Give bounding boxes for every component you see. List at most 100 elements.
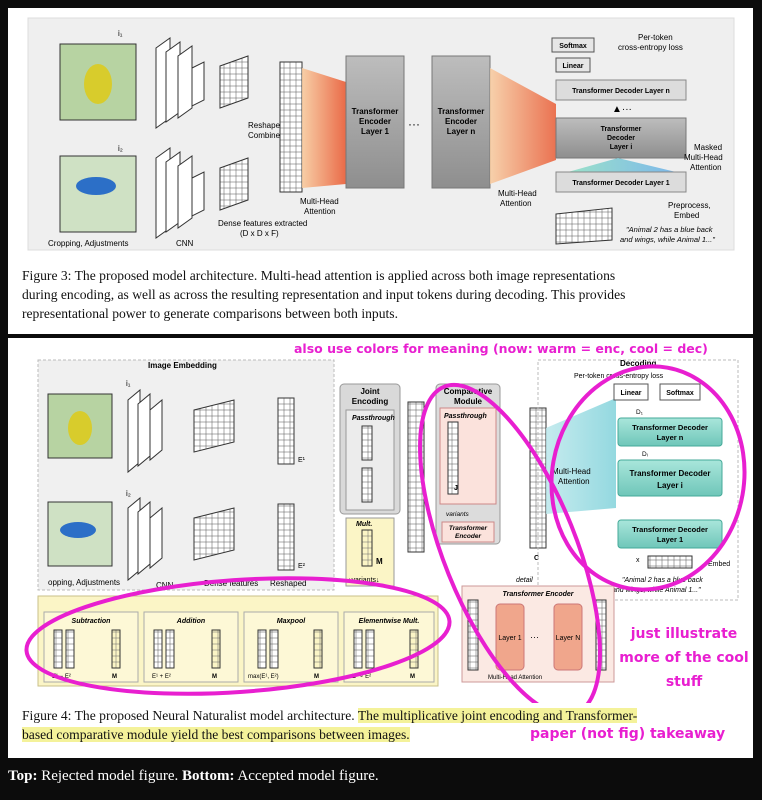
yellow-bird-icon [84, 64, 112, 104]
dense-features-1-b [193, 399, 235, 453]
detail-layer-1-label: Layer 1 [498, 635, 521, 642]
img1-label-b: i₁ [126, 379, 131, 388]
variant-title: Elementwise Mult. [359, 618, 420, 625]
caption-line-1: Figure 3: The proposed model architectur… [22, 268, 616, 283]
detail-layer-1-box [495, 603, 525, 671]
cm-encoder-box [441, 521, 495, 543]
softmax-box [551, 37, 595, 53]
softmax-box-b [659, 383, 701, 401]
footer-bottom-bold: Bottom: [182, 768, 235, 784]
caption-line-2: during encoding, as well as across the r… [22, 287, 626, 302]
input-token-grid [647, 555, 693, 569]
img2-label: i₂ [118, 144, 123, 153]
masked-attention-wedge [568, 158, 676, 172]
encoder-layer-n-box [431, 55, 491, 189]
caption-plain: Figure 4: The proposed Neural Naturalist… [22, 708, 355, 723]
cm-j-column [447, 421, 459, 495]
reshape-label: Reshape,Combine [248, 121, 282, 140]
dense-label: Dense features extracted(D x D x F) [218, 219, 307, 238]
variant-subtraction: Subtraction E¹ − E² M [43, 611, 139, 683]
cm-j-label: J [454, 485, 458, 492]
accepted-figure-panel: Image Embedding i₁ i₂ opping, Adjustment… [8, 338, 753, 758]
token-embeddings [555, 207, 613, 245]
mult-label: Mult. [356, 521, 372, 528]
figure-3-caption: Figure 3: The proposed model architectur… [22, 266, 742, 323]
decoder-layer-1-box [555, 171, 687, 193]
encoder-attention-wedge [302, 68, 346, 188]
d1-label: D₁ [636, 409, 644, 416]
footer-top-bold: Top: [8, 768, 38, 784]
encoder-dots: ··· [408, 117, 420, 131]
variant-title: Subtraction [72, 618, 111, 625]
decoder-layer-1-box-b [617, 519, 723, 549]
cm-passthrough-label: Passthrough [444, 413, 487, 420]
passthrough-label: Passthrough [352, 415, 395, 422]
linear-box [555, 57, 591, 73]
cm-variants-label: variants [446, 511, 470, 518]
per-token-label: Per-token cross-entropy loss [574, 373, 664, 380]
decoding-region [537, 359, 739, 601]
decoder-layer-1-label: Transformer Decoder Layer 1 [572, 180, 669, 187]
variant-out: M [410, 674, 415, 680]
footer-caption: Top: Rejected model figure. Bottom: Acce… [8, 768, 379, 785]
caption-highlight-1: The multiplicative joint encoding and Tr… [357, 708, 638, 723]
footer-top-text: Rejected model figure. [37, 768, 182, 784]
yellow-bird-icon-b [68, 411, 92, 445]
mult-m-column [361, 529, 373, 567]
embed-label: Embed [708, 561, 730, 568]
pass-e2 [361, 467, 373, 503]
reshaped-2 [277, 503, 295, 571]
m-label: M [376, 557, 383, 566]
decoder-layer-i-box-b [617, 459, 723, 497]
decoder-attention-wedge [490, 68, 556, 184]
x-label: x [636, 557, 640, 564]
detail-layer-n-box [553, 603, 583, 671]
transformer-encoder-detail [461, 585, 615, 683]
di-label: Dᵢ [642, 451, 648, 458]
cropping-label: Cropping, Adjustments [48, 239, 129, 248]
detail-dots: ··· [530, 632, 539, 642]
circle-decoder [549, 364, 747, 592]
dense-features-2 [219, 157, 249, 211]
caption-line-3: representational power to generate compa… [22, 306, 398, 321]
variant-out: M [112, 674, 117, 680]
cnn-label-b: CNN [156, 581, 174, 590]
linear-box-b [613, 383, 649, 401]
blue-bird-icon [76, 177, 116, 195]
reshaped-1 [277, 397, 295, 465]
cnn-label: CNN [176, 239, 194, 248]
variant-elementwise-mult: Elementwise Mult. E¹ ∘ E² M [343, 611, 435, 683]
variant-formula: E¹ + E² [152, 674, 171, 680]
annotation-colors: also use colors for meaning (now: warm =… [294, 341, 708, 356]
decoder-dots-top: ▲··· [612, 104, 632, 115]
variant-out: M [314, 674, 319, 680]
variant-title: Maxpool [277, 618, 306, 625]
variant-maxpool: Maxpool max(E¹, E²) M [243, 611, 339, 683]
variant-formula: E¹ ∘ E² [352, 674, 371, 680]
detail-title: Transformer Encoder [502, 591, 574, 598]
e2-label: E² [298, 563, 306, 570]
dense-features-1 [219, 55, 249, 109]
decoder-layer-n-box-b [617, 417, 723, 447]
detail-mha-label: Multi-Head Attention [488, 675, 542, 681]
variant-formula: max(E¹, E²) [248, 674, 279, 680]
decoder-layer-n-box [555, 79, 687, 101]
cnn-stack-2 [155, 147, 205, 239]
linear-label: Linear [562, 63, 583, 70]
detail-label: detail [516, 577, 533, 584]
